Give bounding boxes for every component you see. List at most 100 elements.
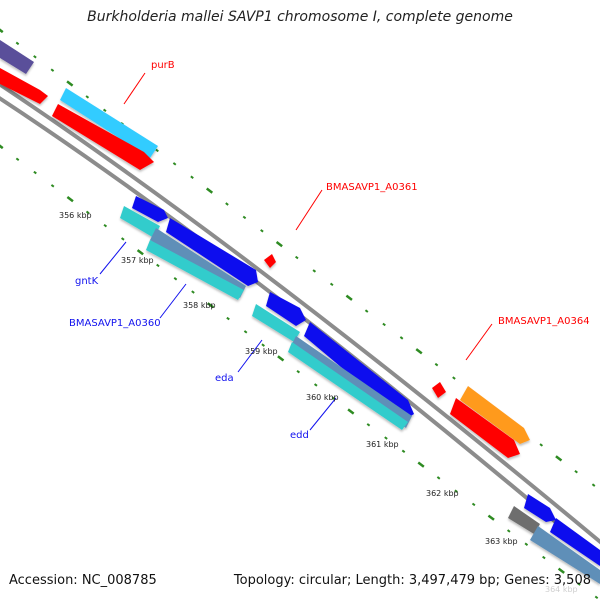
- gene-arrow-red-purB[interactable]: [52, 104, 154, 170]
- gene-A0361-red[interactable]: [264, 254, 276, 268]
- tick-mark: [524, 542, 529, 546]
- tick-mark: [173, 277, 178, 281]
- leader-line-A0360: [159, 283, 187, 319]
- gene-arrow-grey[interactable]: [508, 506, 540, 534]
- tick-mark: [33, 55, 37, 59]
- tick-mark: [15, 41, 20, 46]
- tick-mark: [296, 369, 301, 374]
- leader-line-eda: [237, 339, 263, 373]
- tick-mark: [415, 348, 423, 355]
- scale-label-358: 358 kbp: [183, 301, 216, 310]
- backbone-line-outer: [0, 82, 600, 545]
- tick-mark: [191, 290, 195, 294]
- gene-label-A0361: BMASAVP1_A0361: [326, 182, 418, 193]
- tick-marks: [0, 28, 599, 600]
- gene-edd-cyan[interactable]: [288, 342, 408, 430]
- scale-label-360: 360 kbp: [306, 393, 339, 402]
- gene-label-A0360: BMASAVP1_A0360: [69, 318, 161, 329]
- tick-mark: [542, 555, 546, 560]
- scale-label-359: 359 kbp: [245, 347, 278, 356]
- tick-mark: [15, 157, 20, 161]
- tick-mark: [243, 330, 248, 334]
- tick-mark: [261, 343, 265, 347]
- tick-mark: [277, 355, 285, 362]
- tick-mark: [506, 529, 511, 533]
- tick-mark: [471, 502, 476, 507]
- tick-mark: [452, 376, 456, 380]
- gene-label-edd: edd: [290, 430, 309, 441]
- tick-mark: [85, 210, 90, 215]
- tick-mark: [574, 470, 578, 474]
- tick-mark: [33, 170, 37, 175]
- tick-mark: [331, 396, 336, 400]
- leader-line-edd: [309, 397, 337, 431]
- scale-label-356: 356 kbp: [59, 211, 92, 220]
- tick-mark: [591, 483, 596, 487]
- tick-mark: [155, 148, 159, 153]
- tick-mark: [487, 514, 495, 521]
- gene-label-purB: purB: [151, 60, 175, 71]
- tick-mark: [103, 223, 108, 228]
- accession-text: Accession: NC_008785: [9, 573, 157, 588]
- tick-mark: [594, 595, 599, 600]
- leader-line-purB: [123, 72, 146, 105]
- tick-mark: [417, 461, 425, 468]
- tick-mark: [313, 383, 318, 387]
- gene-arrow-blue-1[interactable]: [132, 196, 168, 222]
- leader-line-A0361: [295, 189, 323, 231]
- gene-arrow-blue-5[interactable]: [524, 494, 556, 522]
- gene-arrow-red-small[interactable]: [432, 382, 446, 398]
- leader-line-A0364: [465, 323, 493, 361]
- tick-mark: [136, 249, 144, 256]
- gene-gntK-cyan[interactable]: [120, 206, 160, 238]
- tick-mark: [0, 28, 4, 34]
- gene-label-eda: eda: [215, 373, 234, 384]
- gene-arrow-red-left[interactable]: [0, 68, 48, 104]
- tick-mark: [312, 269, 317, 273]
- scale-label-364: 364 kbp: [545, 585, 578, 594]
- backbone-line-inner: [0, 96, 600, 563]
- tick-mark: [454, 489, 458, 493]
- tick-mark: [50, 68, 55, 72]
- gene-arrow-red-right[interactable]: [450, 398, 520, 458]
- scale-label-357: 357 kbp: [121, 256, 154, 265]
- tick-mark: [401, 449, 406, 454]
- tick-mark: [66, 195, 74, 203]
- tick-mark: [295, 255, 299, 260]
- gene-eda-cyan[interactable]: [252, 304, 300, 342]
- leader-line-gntK: [99, 241, 127, 275]
- tick-mark: [225, 202, 229, 206]
- gene-arrow-blue-6[interactable]: [550, 518, 600, 566]
- gene-arrow-steel-br[interactable]: [530, 526, 600, 584]
- tick-mark: [121, 237, 125, 241]
- gene-label-A0364: BMASAVP1_A0364: [498, 316, 590, 327]
- gene-arrow-purple[interactable]: [0, 40, 34, 74]
- tick-mark: [347, 408, 355, 415]
- tick-mark: [275, 241, 283, 248]
- gene-arrow-blue-3[interactable]: [266, 292, 306, 326]
- tick-mark: [156, 263, 160, 268]
- scale-label-363: 363 kbp: [485, 537, 518, 546]
- tick-mark: [172, 162, 177, 166]
- tick-mark: [226, 316, 230, 321]
- tick-mark: [434, 362, 439, 367]
- gene-label-gntK: gntK: [75, 276, 99, 287]
- gene-features: [0, 40, 600, 584]
- tick-mark: [539, 443, 544, 447]
- tick-mark: [364, 309, 369, 313]
- gene-A0364-orange[interactable]: [460, 386, 530, 444]
- tick-mark: [190, 175, 194, 179]
- tick-mark: [345, 294, 353, 301]
- tick-mark: [66, 80, 74, 87]
- gene-purB-lightblue[interactable]: [60, 88, 158, 158]
- tick-mark: [85, 95, 90, 99]
- gene-arrow-blue-2[interactable]: [166, 218, 258, 286]
- map-title: Burkholderia mallei SAVP1 chromosome I, …: [87, 9, 513, 25]
- tick-mark: [557, 567, 565, 574]
- tick-mark: [0, 144, 4, 150]
- gene-arrow-blue-4[interactable]: [304, 322, 414, 420]
- gene-A0360-cyan[interactable]: [146, 240, 244, 300]
- tick-mark: [436, 476, 441, 480]
- tick-mark: [399, 336, 404, 340]
